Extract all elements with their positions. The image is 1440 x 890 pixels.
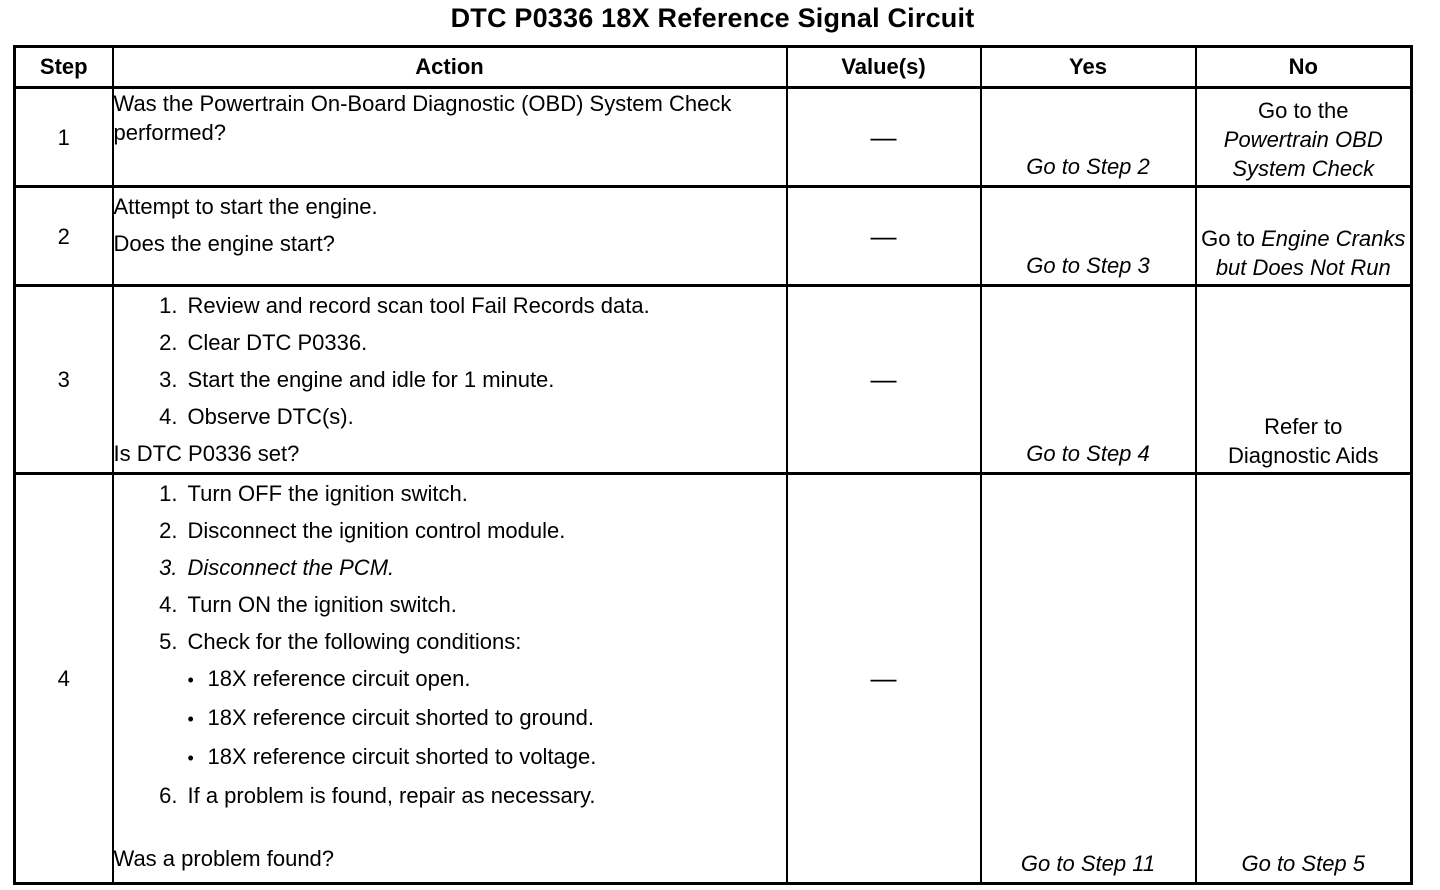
- action-steps-list: 6.If a problem is found, repair as neces…: [114, 777, 786, 814]
- table-row: 4 1.Turn OFF the ignition switch. 2.Disc…: [13, 472, 1413, 885]
- list-item: 2.Disconnect the ignition control module…: [159, 518, 566, 543]
- step-number: 4: [13, 472, 114, 885]
- action-steps-list: 1.Turn OFF the ignition switch. 2.Discon…: [114, 475, 786, 660]
- action-cell: 1.Review and record scan tool Fail Recor…: [111, 284, 788, 475]
- action-text: Was the Powertrain On-Board Diagnostic (…: [113, 91, 732, 145]
- action-question: Is DTC P0336 set?: [113, 441, 300, 466]
- table-row: 3 1.Review and record scan tool Fail Rec…: [13, 284, 1413, 475]
- value-cell: —: [785, 86, 982, 188]
- action-question: Does the engine start?: [113, 231, 335, 256]
- list-item: 5.Check for the following conditions:: [159, 629, 522, 654]
- yes-cell: Go to Step 4: [979, 284, 1197, 475]
- no-cell: Go to Step 5: [1194, 472, 1413, 885]
- action-cell: 1.Turn OFF the ignition switch. 2.Discon…: [111, 472, 788, 885]
- yes-cell: Go to Step 3: [979, 185, 1197, 287]
- header-yes: Yes: [979, 45, 1197, 89]
- header-row: Step Action Value(s) Yes No: [13, 45, 1413, 89]
- list-item: 2.Clear DTC P0336.: [159, 330, 368, 355]
- no-prefix: Go to the: [1257, 98, 1349, 123]
- no-link-text: Powertrain OBD System Check: [1223, 127, 1383, 181]
- header-values: Value(s): [785, 45, 982, 89]
- bullet-item: 18X reference circuit open.: [188, 660, 786, 699]
- yes-cell: Go to Step 11: [979, 472, 1197, 885]
- no-cell: Refer to Diagnostic Aids: [1194, 284, 1413, 475]
- action-cell: Attempt to start the engine. Does the en…: [111, 185, 788, 287]
- header-no: No: [1194, 45, 1413, 89]
- table-row: 1 Was the Powertrain On-Board Diagnostic…: [13, 86, 1413, 188]
- list-item: 3.Disconnect the PCM.: [159, 555, 395, 580]
- value-cell: —: [785, 185, 982, 287]
- yes-cell: Go to Step 2: [979, 86, 1197, 188]
- action-cell: Was the Powertrain On-Board Diagnostic (…: [111, 86, 788, 188]
- list-item: 1.Review and record scan tool Fail Recor…: [159, 293, 650, 318]
- list-item: 4.Turn ON the ignition switch.: [159, 592, 457, 617]
- header-action: Action: [111, 45, 788, 89]
- condition-bullets: 18X reference circuit open. 18X referenc…: [114, 660, 786, 777]
- step-number: 3: [13, 284, 114, 475]
- no-text: Refer to Diagnostic Aids: [1228, 414, 1379, 468]
- diagnostic-table: Step Action Value(s) Yes No 1 Was the Po…: [13, 45, 1413, 885]
- action-steps-list: 1.Review and record scan tool Fail Recor…: [114, 287, 786, 435]
- step-number: 1: [13, 86, 114, 188]
- action-text: Attempt to start the engine.: [113, 194, 378, 219]
- list-item: 3.Start the engine and idle for 1 minute…: [159, 367, 555, 392]
- no-cell: Go to Engine Cranks but Does Not Run: [1194, 185, 1413, 287]
- list-item: 6.If a problem is found, repair as neces…: [159, 783, 596, 808]
- value-cell: —: [785, 284, 982, 475]
- step-number: 2: [13, 185, 114, 287]
- header-step: Step: [13, 45, 114, 89]
- bullet-item: 18X reference circuit shorted to voltage…: [188, 738, 786, 777]
- value-cell: —: [785, 472, 982, 885]
- bullet-item: 18X reference circuit shorted to ground.: [188, 699, 786, 738]
- no-cell: Go to the Powertrain OBD System Check: [1194, 86, 1413, 188]
- table-row: 2 Attempt to start the engine. Does the …: [13, 185, 1413, 287]
- page-title: DTC P0336 18X Reference Signal Circuit: [450, 3, 975, 33]
- no-prefix: Go to: [1201, 226, 1255, 251]
- list-item: 1.Turn OFF the ignition switch.: [159, 481, 468, 506]
- list-item: 4.Observe DTC(s).: [159, 404, 354, 429]
- no-link-text: Engine Cranks but Does Not Run: [1215, 226, 1406, 280]
- action-question: Was a problem found?: [113, 846, 335, 871]
